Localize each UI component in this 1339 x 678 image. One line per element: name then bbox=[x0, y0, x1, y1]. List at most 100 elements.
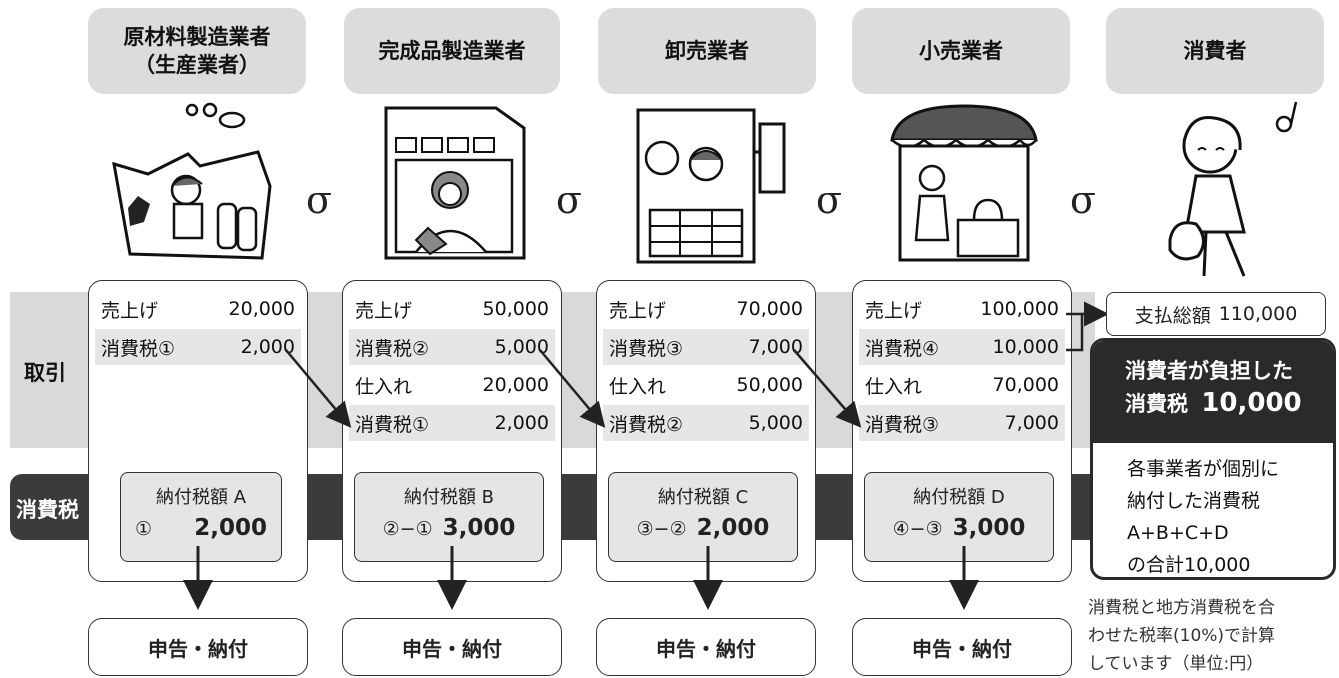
explanation-line: の合計10,000 bbox=[1127, 554, 1251, 576]
consumer-icon bbox=[1168, 101, 1298, 277]
total-label: 支払総額 bbox=[1134, 304, 1211, 327]
input-tax-label: 消費税② bbox=[609, 413, 684, 436]
input-tax-row: 消費税③ 7,000 bbox=[859, 405, 1065, 441]
retail-shop-icon bbox=[890, 104, 1038, 262]
tax-transfer-arrow bbox=[793, 349, 862, 428]
filing-box: 申告・納付 bbox=[852, 618, 1072, 676]
payment-title: 納付税額 B bbox=[403, 487, 495, 508]
total-bracket bbox=[1066, 312, 1084, 352]
tax-label: 消費税① bbox=[101, 337, 176, 360]
purchase-label: 仕入れ bbox=[609, 375, 667, 398]
sales-label: 売上げ bbox=[609, 299, 667, 322]
payment-box-b: 納付税額 B ②−① 3,000 bbox=[354, 472, 544, 562]
payment-amount: 2,000 bbox=[696, 515, 770, 541]
tax-value: 2,000 bbox=[240, 336, 295, 358]
header-label: 原材料製造業者 bbox=[123, 25, 271, 49]
input-tax-value: 7,000 bbox=[1004, 412, 1059, 434]
payment-calc: ④−③ 3,000 bbox=[865, 515, 1053, 541]
purchase-row: 仕入れ 70,000 bbox=[859, 367, 1065, 403]
purchase-label: 仕入れ bbox=[355, 375, 413, 398]
filing-box: 申告・納付 bbox=[88, 618, 308, 676]
tax-transfer-arrow bbox=[539, 349, 606, 428]
burden-line: 消費者が負担した bbox=[1125, 359, 1293, 383]
payment-calc: ②−① 3,000 bbox=[355, 515, 543, 541]
purchase-label: 仕入れ bbox=[865, 375, 923, 398]
output-tax-row: 消費税① 2,000 bbox=[95, 329, 301, 365]
consumer-burden-box: 消費者が負担した 消費税 10,000 各事業者が個別に 納付した消費税 A+B… bbox=[1090, 338, 1336, 580]
tax-value: 7,000 bbox=[748, 336, 803, 358]
flow-arrow-icon: σ bbox=[1070, 178, 1096, 222]
filing-box: 申告・納付 bbox=[342, 618, 562, 676]
flow-arrow-icon: σ bbox=[556, 178, 582, 222]
sales-value: 50,000 bbox=[482, 298, 549, 320]
burden-header: 消費者が負担した 消費税 10,000 bbox=[1093, 341, 1333, 443]
flow-arrow-icon: σ bbox=[306, 178, 332, 222]
output-tax-row: 消費税④ 10,000 bbox=[859, 329, 1065, 365]
row-label-consumption-tax: 消費税 bbox=[16, 498, 79, 522]
tax-value: 10,000 bbox=[992, 336, 1059, 358]
header-consumer: 消費者 bbox=[1106, 8, 1324, 94]
payment-title: 納付税額 A bbox=[155, 487, 247, 508]
workshop-icon bbox=[384, 106, 526, 260]
explanation-line: 各事業者が個別に bbox=[1127, 458, 1280, 480]
payment-amount: 3,000 bbox=[952, 515, 1026, 541]
payment-formula: ① bbox=[135, 518, 153, 540]
factory-icon bbox=[112, 102, 272, 260]
payment-formula: ②−① bbox=[382, 518, 433, 540]
sales-value: 70,000 bbox=[736, 298, 803, 320]
row-label-transaction: 取引 bbox=[24, 361, 66, 385]
payment-amount: 2,000 bbox=[194, 515, 267, 541]
payment-box-c: 納付税額 C ③−② 2,000 bbox=[608, 472, 798, 562]
payment-formula: ③−② bbox=[636, 518, 687, 540]
input-tax-value: 5,000 bbox=[748, 412, 803, 434]
tax-label: 消費税③ bbox=[609, 337, 684, 360]
payment-calc: ③−② 2,000 bbox=[609, 515, 797, 541]
payment-amount: 3,000 bbox=[442, 515, 516, 541]
sales-row: 売上げ 50,000 bbox=[349, 291, 555, 327]
header-product-maker: 完成品製造業者 bbox=[344, 8, 560, 94]
sales-row: 売上げ 20,000 bbox=[95, 291, 301, 327]
sales-label: 売上げ bbox=[865, 299, 923, 322]
explanation-line: 納付した消費税 bbox=[1127, 490, 1261, 512]
consumer-total-box: 支払総額 110,000 bbox=[1106, 292, 1326, 336]
input-tax-label: 消費税③ bbox=[865, 413, 940, 436]
burden-amount: 10,000 bbox=[1201, 388, 1302, 418]
sales-value: 20,000 bbox=[228, 298, 295, 320]
output-tax-row: 消費税③ 7,000 bbox=[603, 329, 809, 365]
sales-label: 売上げ bbox=[355, 299, 413, 322]
flow-arrow-icon: σ bbox=[816, 178, 842, 222]
input-tax-row: 消費税② 5,000 bbox=[603, 405, 809, 441]
wholesale-shop-icon bbox=[636, 108, 786, 264]
payment-calc: ① 2,000 bbox=[121, 515, 281, 541]
payment-formula: ④−③ bbox=[892, 518, 943, 540]
footnote-line: 消費税と地方消費税を合 bbox=[1088, 598, 1275, 618]
burden-label: 消費税 bbox=[1125, 392, 1188, 416]
purchase-row: 仕入れ 20,000 bbox=[349, 367, 555, 403]
header-raw-material-maker: 原材料製造業者 （生産業者） bbox=[88, 8, 306, 94]
purchase-value: 70,000 bbox=[992, 374, 1059, 396]
purchase-value: 20,000 bbox=[482, 374, 549, 396]
payment-title: 納付税額 C bbox=[657, 487, 749, 508]
payment-box-a: 納付税額 A ① 2,000 bbox=[120, 472, 282, 562]
footnote-line: わせた税率(10%)で計算 bbox=[1088, 626, 1276, 646]
header-wholesaler: 卸売業者 bbox=[598, 8, 816, 94]
sales-row: 売上げ 70,000 bbox=[603, 291, 809, 327]
header-retailer: 小売業者 bbox=[852, 8, 1070, 94]
tax-label: 消費税④ bbox=[865, 337, 940, 360]
purchase-value: 50,000 bbox=[736, 374, 803, 396]
burden-line: 消費税 10,000 bbox=[1125, 387, 1333, 420]
tax-value: 5,000 bbox=[494, 336, 549, 358]
sales-label: 売上げ bbox=[101, 299, 159, 322]
explanation-line: A+B+C+D bbox=[1127, 522, 1229, 544]
purchase-row: 仕入れ 50,000 bbox=[603, 367, 809, 403]
input-tax-label: 消費税① bbox=[355, 413, 430, 436]
header-sublabel: （生産業者） bbox=[134, 53, 260, 77]
footnote: 消費税と地方消費税を合 わせた税率(10%)で計算 しています（単位:円） bbox=[1088, 594, 1339, 678]
input-tax-row: 消費税① 2,000 bbox=[349, 405, 555, 441]
input-tax-value: 2,000 bbox=[494, 412, 549, 434]
burden-explanation: 各事業者が個別に 納付した消費税 A+B+C+D の合計10,000 bbox=[1093, 443, 1333, 577]
